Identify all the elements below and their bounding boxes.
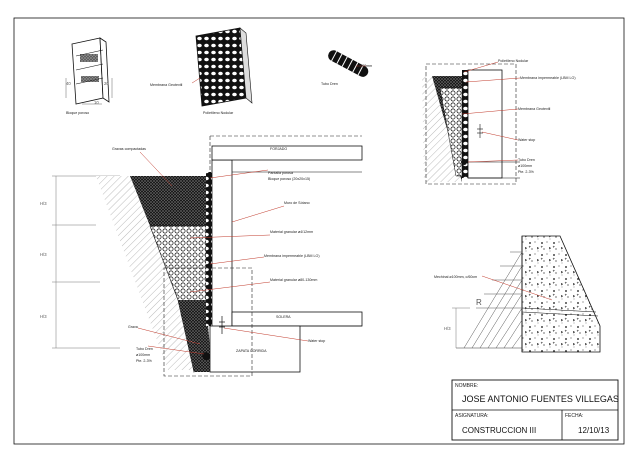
tubo-dren-main-slope: Pte. 2-3% xyxy=(136,359,153,363)
bloque-dim-10: 10 xyxy=(94,100,99,105)
solera-label: SOLERA xyxy=(276,315,291,319)
tubo-dren-top-label: Tubo Dren xyxy=(321,82,338,86)
mechinal-label: Mechinal ø100mm, c/60cm xyxy=(434,275,477,279)
detail-box-bottom xyxy=(163,267,253,377)
detail-tubo-dren-slope: Pte. 2-3% xyxy=(518,170,535,174)
tubo-dren-figure xyxy=(328,50,369,77)
material-granular-1-label: Material granular ø4/12mm xyxy=(270,230,313,234)
material-granular-2-label: Material granular ø80-130mm xyxy=(270,278,317,282)
r-label: R xyxy=(476,298,482,307)
forjado-label: FORJADO xyxy=(270,147,287,151)
detail-membrana-geotextil-label: Membrana Geotextil xyxy=(518,107,551,111)
nombre-value: JOSE ANTONIO FUENTES VILLEGAS xyxy=(462,394,619,404)
bloque-poroso-label: Bloque poroso xyxy=(66,111,89,115)
detail-polietileno-label: Polietileno Nodular xyxy=(498,59,529,63)
bloque-poroso-figure xyxy=(65,37,113,105)
pantalla-porosa xyxy=(206,172,212,326)
asignatura-value: CONSTRUCCION III xyxy=(462,426,536,435)
gravas-compactadas-fill xyxy=(130,176,206,226)
tubo-dren-size-label: ø100mm xyxy=(358,64,372,68)
detail-membrana-impermeable-label: Membrana impermeable (LBM LO) xyxy=(520,76,576,80)
detail-right-leaders xyxy=(461,61,521,163)
pantalla-porosa-label: Pantalla porosa xyxy=(268,171,293,175)
h3-bot-label: H/3 xyxy=(40,314,47,319)
polietileno-nodular-top-label: Polietileno Nodular xyxy=(203,111,234,115)
polietileno-nodular-figure xyxy=(195,27,253,107)
soil-hatch xyxy=(96,176,205,370)
detail-water-stop-label: Water stop xyxy=(518,138,535,142)
fecha-value: 12/10/13 xyxy=(578,426,610,435)
title-block xyxy=(451,379,619,441)
tubo-dren-main-label: Tubo Dren xyxy=(136,347,153,351)
mechinal-detail xyxy=(452,235,601,353)
bloque-dim-20: 20 xyxy=(104,81,109,86)
detail-tubo-dren-label: Tubo Dren xyxy=(518,158,535,162)
detail-right xyxy=(422,63,520,185)
mechinal-leader xyxy=(481,275,553,301)
mechinal-h3-label: H/3 xyxy=(444,326,451,331)
gravas-compactadas-label: Gravas compactadas xyxy=(112,147,146,151)
zapata-corrida xyxy=(209,325,301,373)
muro-sotano-label: Muro de Sótano xyxy=(284,201,310,205)
tubo-dren-main-size: ø100mm xyxy=(136,353,150,357)
h3-top-label: H/3 xyxy=(40,201,47,206)
zapata-corrida-label: ZAPATA CORRIDA xyxy=(236,349,267,353)
solera-slab xyxy=(231,311,363,327)
tubo-dren-main xyxy=(202,352,210,360)
detail-tubo-dren-size: ø100mm xyxy=(518,164,532,168)
sheet-frame xyxy=(13,17,625,445)
grava-label: Grava xyxy=(128,325,138,329)
bloque-poroso-note: Bloque poroso (20x20x15) xyxy=(268,177,310,181)
fecha-caption: FECHA: xyxy=(565,413,583,419)
membrana-impermeable-label: Membrana impermeable (LBM LO) xyxy=(264,254,320,258)
membrana-geotextil-top-label: Membrana Geotextil xyxy=(150,83,183,87)
h3-mid-label: H/3 xyxy=(40,252,47,257)
muro-sotano xyxy=(211,159,233,329)
water-stop-label: Water stop xyxy=(308,339,325,343)
water-stop-marker xyxy=(219,316,225,334)
asignatura-caption: ASIGNATURA: xyxy=(455,413,489,419)
bloque-dim-40: 40 xyxy=(66,81,71,86)
forjado-slab xyxy=(211,145,363,161)
main-leaders xyxy=(137,151,309,355)
nombre-caption: NOMBRE: xyxy=(455,383,478,389)
